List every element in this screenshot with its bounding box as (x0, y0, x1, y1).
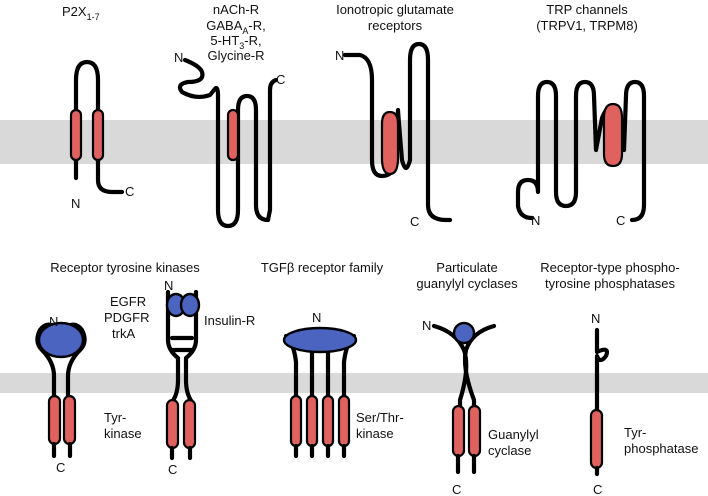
gc-title-1: Particulate (436, 260, 497, 275)
receptor-ptp: N C Tyr- phosphatase Receptor-type phosp… (540, 260, 698, 496)
nach-title-4: Glycine-R (207, 48, 264, 63)
gc-c-terminus: C (452, 482, 461, 496)
rtk-list-egfr: EGFR (110, 294, 146, 309)
trp-n-terminus: N (531, 213, 540, 228)
rtk-n-terminus: N (49, 314, 58, 329)
nach-receptor: N C nACh-R GABAA-R, 5-HT3-R, Glycine-R (174, 2, 285, 229)
insulin-receptor: N C Insulin-R (164, 278, 255, 477)
p2x-n-terminus: N (71, 196, 80, 211)
gc-guanylyl-1: Guanylyl (488, 427, 539, 442)
glutamate-title-1: Ionotropic glutamate (336, 2, 454, 17)
p2x-receptor: N C P2X1-7 (62, 4, 134, 211)
insulin-label: Insulin-R (204, 313, 255, 328)
ptp-title-1: Receptor-type phospho- (540, 260, 679, 275)
glutamate-title-2: receptors (368, 18, 423, 33)
insulin-c-terminus: C (168, 462, 177, 477)
gc-n-terminus: N (422, 318, 431, 333)
guanylyl-cyclase: N C Guanylyl cyclase Particulate guanyly… (416, 260, 538, 496)
tgf-title: TGFβ receptor family (261, 260, 384, 275)
nach-title-1: nACh-R (213, 2, 259, 17)
ptp-n-terminus: N (591, 311, 600, 326)
nach-c-terminus: C (276, 72, 285, 87)
rtk-egfr: N C EGFR PDGFR trkA Tyr- kinase (35, 294, 150, 475)
ptp-phosphatase-1: Tyr- (624, 425, 646, 440)
tgf-beta-receptor: N Ser/Thr- kinase TGFβ receptor family (261, 260, 404, 459)
trp-title-1: TRP channels (546, 2, 628, 17)
gc-guanylyl-2: cyclase (488, 443, 531, 458)
membrane-band-top (0, 120, 708, 164)
trp-channel: N C TRP channels (TRPV1, TRPM8) (515, 2, 647, 228)
rtk-ligand-domain (37, 321, 85, 359)
nach-n-terminus: N (174, 50, 183, 65)
ptp-phosphatase-2: phosphatase (624, 441, 698, 456)
p2x-title: P2X1-7 (62, 4, 100, 22)
rtk-tyr-kinase-1: Tyr- (104, 410, 126, 425)
ptp-title-2: tyrosine phosphatases (545, 276, 676, 291)
p2x-c-terminus: C (125, 184, 134, 199)
rtk-title: Receptor tyrosine kinases (50, 260, 200, 275)
glutamate-receptor: N C Ionotropic glutamate receptors (335, 2, 454, 229)
trp-c-terminus: C (616, 213, 625, 228)
gc-title-2: guanylyl cyclases (416, 276, 518, 291)
tgf-ser-thr-2: kinase (356, 426, 394, 441)
glutamate-n-terminus: N (335, 48, 344, 63)
rtk-list-trka: trkA (112, 326, 135, 341)
glutamate-c-terminus: C (410, 214, 419, 229)
insulin-n-terminus: N (164, 278, 173, 293)
membrane-band-bottom (0, 373, 708, 393)
tgf-ligand-domain (282, 326, 358, 354)
nach-title-2: GABAA-R, (206, 18, 265, 36)
insulin-domain-right (179, 292, 201, 318)
tgf-n-terminus: N (312, 310, 321, 325)
rtk-c-terminus: C (56, 460, 65, 475)
tgf-ser-thr-1: Ser/Thr- (356, 410, 404, 425)
rtk-list-pdgfr: PDGFR (104, 310, 150, 325)
gc-ligand-domain (452, 321, 476, 345)
nach-title-3: 5-HT3-R, (210, 33, 261, 51)
rtk-tyr-kinase-2: kinase (104, 426, 142, 441)
ptp-c-terminus: C (593, 482, 602, 496)
trp-title-2: (TRPV1, TRPM8) (536, 18, 638, 33)
